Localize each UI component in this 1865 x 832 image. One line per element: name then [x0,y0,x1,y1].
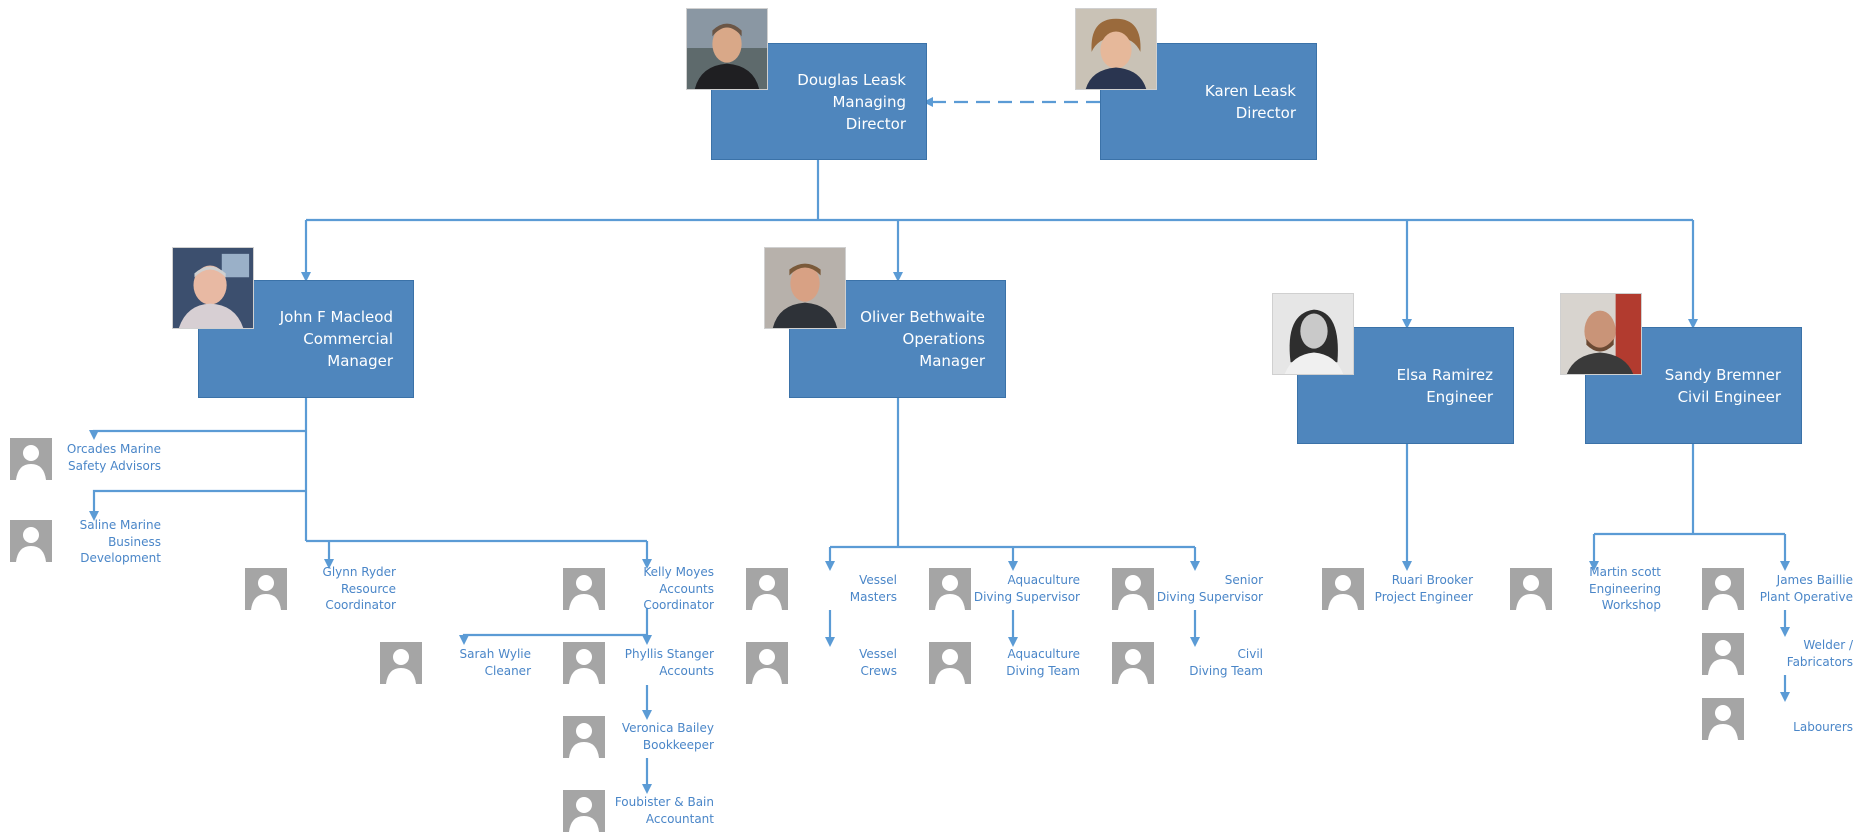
john-macleod-photo [172,247,254,329]
kelly-moyes-node[interactable]: Kelly Moyes Accounts Coordinator [643,565,714,612]
title-line: Civil Engineer [1677,387,1781,406]
oliver-bethwaite-photo [764,247,846,329]
aquaculture-diving-supervisor-node[interactable]: Aquaculture Diving Supervisor [973,573,1080,604]
person-placeholder-icon [10,438,52,480]
person-placeholder-icon [1322,568,1364,610]
person-placeholder-icon [10,520,52,562]
douglas-leask-photo [686,8,768,90]
title-line: Manager [919,352,985,370]
person-placeholder-icon [746,642,788,684]
person-placeholder-icon [245,568,287,610]
labourers-node[interactable]: Labourers [1793,720,1853,734]
title-line: Engineer [1426,387,1493,406]
foubister-bain-node[interactable]: Foubister & Bain Accountant [614,795,714,826]
title-line: Director [845,114,906,133]
sandy-bremner-photo [1560,293,1642,375]
name: Oliver Bethwaite [860,308,985,326]
person-placeholder-icon [1702,633,1744,675]
vessel-crews-node[interactable]: Vessel Crews [859,647,897,678]
saline-marine-node[interactable]: Saline Marine Business Development [79,518,161,565]
phyllis-stanger-node[interactable]: Phyllis Stanger Accounts [624,647,714,678]
james-baillie-node[interactable]: James Baillie Plant Operative [1759,573,1853,604]
welder-fabricators-node[interactable]: Welder / Fabricators [1786,638,1853,669]
person-placeholder-icon [1112,568,1154,610]
person-placeholder-icon [929,642,971,684]
name: Douglas Leask [797,70,906,89]
douglas-leask-box[interactable]: Douglas Leask Managing Director [711,43,927,160]
senior-diving-supervisor-node[interactable]: Senior Diving Supervisor [1156,573,1263,604]
title-line: Manager [327,352,393,370]
person-placeholder-icon [1510,568,1552,610]
title-line: Director [1235,103,1296,122]
title-line: Operations [902,330,985,348]
person-placeholder-icon [746,568,788,610]
veronica-bailey-node[interactable]: Veronica Bailey Bookkeeper [621,721,714,752]
person-placeholder-icon [1112,642,1154,684]
person-placeholder-icon [1702,698,1744,740]
civil-diving-team-node[interactable]: Civil Diving Team [1189,647,1263,678]
person-placeholder-icon [563,642,605,684]
orcades-marine-node[interactable]: Orcades Marine Safety Advisors [66,442,161,473]
person-placeholder-icon [563,716,605,758]
glynn-ryder-node[interactable]: Glynn Ryder Resource Coordinator [322,565,396,612]
person-placeholder-icon [563,568,605,610]
aquaculture-diving-team-node[interactable]: Aquaculture Diving Team [1006,647,1080,678]
martin-scott-node[interactable]: Martin scott Engineering Workshop [1589,565,1661,612]
elsa-ramirez-photo [1272,293,1354,375]
name: Sandy Bremner [1664,365,1781,384]
sarah-wylie-node[interactable]: Sarah Wylie Cleaner [459,647,531,678]
person-placeholder-icon [380,642,422,684]
person-placeholder-icon [929,568,971,610]
name: Elsa Ramirez [1396,365,1493,384]
karen-leask-photo [1075,8,1157,90]
karen-leask-box[interactable]: Karen Leask Director [1100,43,1317,160]
name: Karen Leask [1204,81,1296,100]
vessel-masters-node[interactable]: Vessel Masters [849,573,897,604]
ruari-brooker-node[interactable]: Ruari Brooker Project Engineer [1374,573,1473,604]
person-placeholder-icon [563,790,605,832]
person-placeholder-icon [1702,568,1744,610]
title-line: Commercial [303,330,393,348]
title-line: Managing [832,92,906,111]
name: John F Macleod [279,308,393,326]
